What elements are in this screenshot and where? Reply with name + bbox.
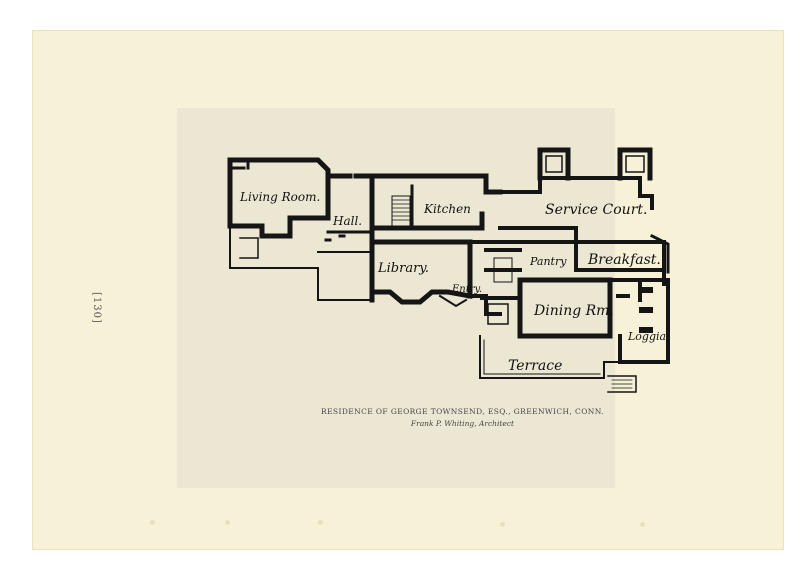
label-library: Library. xyxy=(377,261,429,276)
dining-room-walls xyxy=(517,277,613,339)
living-room-walls xyxy=(227,157,331,239)
label-terrace: Terrace xyxy=(508,358,562,374)
label-kitchen: Kitchen xyxy=(423,202,471,216)
caption-title: RESIDENCE OF GEORGE TOWNSEND, ESQ., GREE… xyxy=(321,407,604,416)
label-pantry: Pantry xyxy=(529,255,567,268)
label-entry: Entry. xyxy=(451,284,482,295)
label-service-court: Service Court. xyxy=(545,202,647,218)
binding-hole xyxy=(500,522,505,527)
binding-hole xyxy=(318,520,323,525)
label-living-room: Living Room. xyxy=(239,190,320,204)
service-court-walls xyxy=(484,176,654,238)
label-hall: Hall. xyxy=(332,214,362,228)
label-loggia: Loggia xyxy=(627,330,666,343)
hall-walls xyxy=(325,173,375,303)
label-dining-room: Dining Rm. xyxy=(533,303,614,319)
caption-architect: Frank P. Whiting, Architect xyxy=(410,419,515,428)
binding-hole xyxy=(150,520,155,525)
west-wing-walls xyxy=(229,225,373,301)
terrace-walls xyxy=(479,335,621,379)
binding-hole xyxy=(225,520,230,525)
loggia-walls xyxy=(618,278,670,364)
label-breakfast: Breakfast. xyxy=(587,252,661,268)
binding-hole xyxy=(640,522,645,527)
entry-walls xyxy=(468,294,522,316)
